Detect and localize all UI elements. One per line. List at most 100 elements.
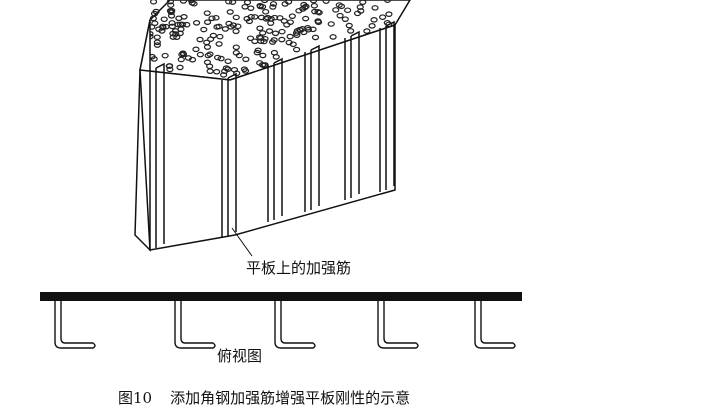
angle-stiffener xyxy=(54,301,96,349)
aggregate-dot xyxy=(310,0,318,4)
aggregate-dot xyxy=(272,54,280,60)
aggregate-dot xyxy=(222,65,230,71)
aggregate-dot xyxy=(165,63,173,69)
aggregate-dot xyxy=(215,41,223,47)
stiffener-rib xyxy=(149,62,165,250)
aggregate-dot xyxy=(169,30,177,37)
aggregate-dot xyxy=(341,16,349,22)
aggregate-dot xyxy=(344,7,352,14)
aggregate-dot xyxy=(322,0,330,4)
stiffener-rib xyxy=(221,72,237,238)
aggregate-dot xyxy=(167,2,175,8)
aggregate-dot xyxy=(269,4,277,10)
aggregate-dot xyxy=(208,15,216,22)
aggregate-dot xyxy=(216,33,224,40)
aggregate-dot xyxy=(224,58,232,65)
aggregate-dot xyxy=(232,14,240,21)
aggregate-dot xyxy=(336,12,344,19)
aggregate-dot xyxy=(225,0,233,5)
stiffener-rib xyxy=(379,20,395,192)
aggregate-dot xyxy=(155,26,163,32)
aggregate-dot xyxy=(259,52,267,59)
aggregate-dot xyxy=(217,55,225,62)
aggregate-dot xyxy=(293,32,301,38)
aggregate-dot xyxy=(200,26,208,33)
aggregate-dot xyxy=(213,54,222,61)
aggregate-dot xyxy=(203,19,212,26)
aggregate-dot xyxy=(310,2,318,9)
aggregate-dot xyxy=(178,21,187,28)
aggregate-dot xyxy=(176,64,184,71)
angle-stiffener xyxy=(474,301,516,349)
aggregate-dot xyxy=(206,51,214,57)
aggregate-dot xyxy=(204,52,212,59)
aggregate-dot xyxy=(278,36,286,43)
aggregate-dot xyxy=(150,56,158,62)
aggregate-dot xyxy=(267,20,275,26)
aggregate-dot xyxy=(161,52,169,59)
angle-stiffener xyxy=(174,301,216,349)
aggregate-dot xyxy=(232,49,240,56)
aggregate-dot xyxy=(315,9,323,16)
aggregate-dot xyxy=(153,42,161,48)
aggregate-dot xyxy=(265,28,274,34)
top-view xyxy=(40,292,522,349)
aggregate-dot xyxy=(270,37,278,43)
aggregate-dot xyxy=(179,50,187,56)
angle-stiffener xyxy=(274,301,316,349)
aggregate-dot xyxy=(188,56,197,63)
aggregate-dot xyxy=(271,30,280,37)
aggregate-dot xyxy=(241,3,249,10)
aggregate-dot xyxy=(153,39,161,46)
aggregate-dot xyxy=(301,4,309,11)
aggregate-dot xyxy=(159,23,167,30)
aggregate-dot xyxy=(173,34,181,41)
aggregate-dot xyxy=(370,17,378,23)
aggregate-dot xyxy=(180,13,188,20)
aggregate-dot xyxy=(276,15,284,21)
rib-label: 平板上的加强筋 xyxy=(246,259,352,277)
aggregate-dot xyxy=(262,16,270,22)
aggregate-dot xyxy=(363,28,371,34)
aggregate-dot xyxy=(314,9,322,15)
aggregate-dot xyxy=(327,21,335,27)
aggregate-dot xyxy=(253,49,261,56)
aggregate-dot xyxy=(314,19,323,25)
aggregate-dot xyxy=(243,15,251,22)
aggregate-dot xyxy=(212,14,220,21)
aggregate-dot xyxy=(221,26,229,32)
aggregate-dot xyxy=(356,4,364,10)
aggregate-dot xyxy=(281,1,289,7)
angle-stiffener xyxy=(377,301,419,349)
aggregate-dot xyxy=(337,3,346,10)
stiffener-rib xyxy=(267,57,283,222)
aggregate-dot xyxy=(206,68,214,74)
aggregate-dot xyxy=(153,34,161,41)
aggregate-dot xyxy=(166,66,174,73)
aggregate-dot xyxy=(169,34,177,40)
aggregate-dot xyxy=(345,22,353,29)
aggregate-dot xyxy=(269,1,278,7)
top-view-label: 俯视图 xyxy=(217,347,263,365)
aggregate-dot xyxy=(232,44,240,51)
aggregate-dot xyxy=(311,8,319,15)
aggregate-dot xyxy=(257,38,265,45)
aggregate-dot xyxy=(311,34,320,41)
aggregate-dot xyxy=(203,59,212,66)
aggregate-dot xyxy=(225,20,233,27)
aggregate-dot xyxy=(383,0,392,3)
aggregate-dot xyxy=(251,14,259,20)
aggregate-dot xyxy=(246,35,255,42)
aggregate-dot xyxy=(304,26,313,33)
aggregate-dot xyxy=(150,10,159,17)
aggregate-dot xyxy=(302,15,310,22)
aggregate-dot xyxy=(261,62,269,68)
aggregate-dot xyxy=(220,72,228,78)
aggregate-dot xyxy=(353,10,362,17)
aggregate-dot xyxy=(213,68,221,75)
stiffener-rib xyxy=(304,44,320,212)
aggregate-dot xyxy=(379,14,387,20)
aggregate-dot xyxy=(174,21,182,28)
